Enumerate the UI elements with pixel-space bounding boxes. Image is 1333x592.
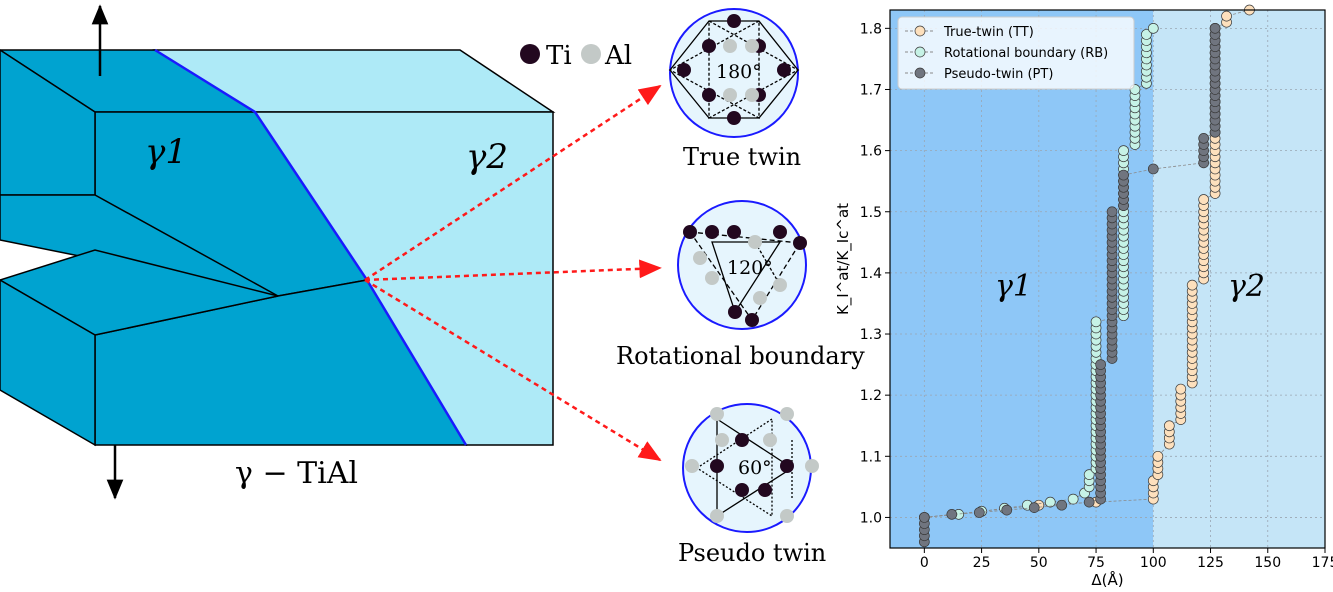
legend-label-0: True-twin (TT) [943, 25, 1034, 40]
legend-marker-0 [914, 25, 926, 37]
legend-marker-1 [914, 46, 926, 58]
bicrystal-block: γ1 γ2 γ − TiAl [0, 4, 556, 500]
grain-boundary-line [154, 48, 468, 446]
y-tick-label-1.5: 1.5 [860, 205, 882, 221]
ti-legend-label: Ti [546, 41, 572, 71]
arrow-to-rotational [364, 259, 662, 282]
point-0-21 [1175, 383, 1187, 395]
y-tick-label-1.4: 1.4 [860, 266, 882, 282]
grain1-label: γ1 [145, 132, 187, 172]
x-tick-label-175: 175 [1312, 555, 1333, 571]
point-1-10 [1083, 469, 1095, 480]
x-tick-label-125: 125 [1197, 555, 1224, 571]
rotational-angle: 120° [727, 257, 773, 279]
point-2-10 [1083, 496, 1095, 508]
point-2-5 [946, 509, 958, 520]
x-tick-label-75: 75 [1087, 555, 1105, 571]
point-1-63 [1118, 145, 1129, 156]
y-tick-label-1.6: 1.6 [860, 144, 882, 160]
al-legend-label: Al [604, 41, 632, 71]
region-label-1: γ1 [995, 269, 1032, 304]
boundary-arrows [364, 84, 662, 462]
point-2-6 [973, 507, 985, 518]
point-2-4 [918, 512, 930, 523]
x-tick-label-25: 25 [973, 555, 991, 571]
point-1-35 [1090, 316, 1102, 328]
y-tick-label-1.7: 1.7 [860, 82, 882, 98]
y-tick-label-1.8: 1.8 [860, 21, 882, 37]
point-2-58 [1106, 206, 1118, 218]
point-2-70 [1198, 133, 1210, 144]
material-label: γ − TiAl [235, 456, 358, 491]
point-2-8 [1028, 502, 1040, 513]
atom-legend: Ti Al [520, 41, 632, 71]
point-1-83 [1147, 22, 1159, 34]
true-twin-angle: 180° [716, 61, 762, 83]
legend-marker-2 [914, 67, 926, 79]
block-left-face-lower [0, 279, 96, 447]
point-2-9 [1056, 499, 1068, 511]
region-label-2: γ2 [1228, 269, 1265, 304]
plot-frame [889, 9, 1326, 549]
region-2-band [1153, 10, 1325, 548]
point-2-7 [1001, 504, 1013, 516]
x-tick-label-150: 150 [1254, 555, 1281, 571]
point-0-11 [1152, 450, 1164, 462]
point-2-64 [1118, 169, 1129, 181]
point-0-15 [1163, 420, 1175, 432]
pseudo-twin-angle: 60° [738, 457, 772, 479]
point-2-65 [1147, 163, 1159, 175]
point-0-52 [1198, 194, 1210, 205]
true-twin-label: True twin [683, 143, 801, 171]
inset-true-twin: 180° True twin [668, 8, 801, 171]
point-1-82 [1141, 29, 1152, 40]
pseudo-twin-label: Pseudo twin [678, 539, 826, 567]
arrow-to-true-twin [364, 84, 662, 282]
y-tick-label-1.1: 1.1 [860, 449, 882, 465]
point-2-33 [1095, 359, 1106, 370]
point-0-38 [1186, 279, 1198, 291]
legend-label-2: Pseudo-twin (PT) [944, 67, 1053, 82]
x-tick-label-50: 50 [1030, 555, 1048, 571]
legend-label-1: Rotational boundary (RB) [944, 46, 1108, 61]
grain2-label: γ2 [466, 137, 508, 177]
y-tick-label-1: 1.0 [860, 510, 882, 526]
inset-pseudo-twin: 60° Pseudo twin [678, 403, 826, 567]
point-1-5 [1044, 496, 1056, 508]
point-1-6 [1067, 493, 1079, 505]
point-0-82 [1221, 10, 1232, 22]
legend-box [897, 16, 1135, 90]
y-tick-label-1.3: 1.3 [860, 327, 882, 343]
rotational-label: Rotational boundary [616, 342, 865, 370]
chart-kt-vs-delta: γ1 γ2 0 25 50 75 100 125 150 175 1.0 1.1 1.2 1.3 1.4 1.… [834, 4, 1333, 589]
al-atom-swatch [581, 44, 601, 64]
x-tick-label-100: 100 [1140, 555, 1167, 571]
point-2-88 [1209, 22, 1221, 34]
inset-rotational-boundary: 120° Rotational boundary [616, 200, 865, 370]
y-axis-label: K_I^at/K_Ic^at [834, 203, 853, 315]
x-axis-label: Δ(Å) [1091, 570, 1123, 589]
y-tick-label-1.2: 1.2 [860, 388, 882, 404]
x-tick-label-0: 0 [920, 555, 929, 571]
ti-atom-swatch [520, 44, 540, 64]
arrow-to-pseudo-twin [364, 278, 662, 462]
